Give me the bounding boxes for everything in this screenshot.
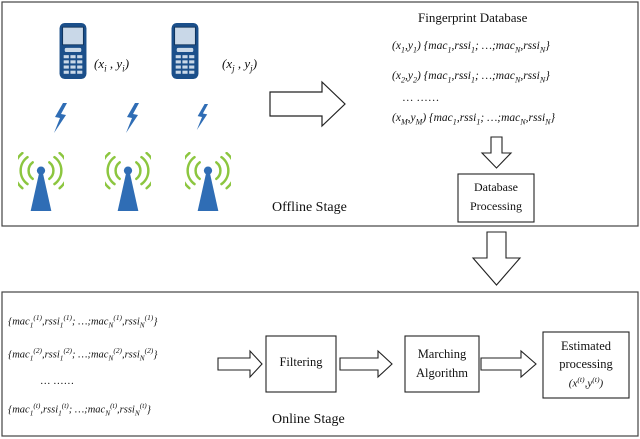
online-stage-frame <box>1 291 639 437</box>
db-down-arrow <box>480 136 513 169</box>
stage-down-arrow <box>471 231 522 286</box>
measurement-row: {mac1(1),rssi1(1); …;macN(1),rssiN(1)} <box>8 313 158 330</box>
fingerprint-row: (xM,yM) {mac1,rssi1; …;macN,rssiN} <box>392 112 556 127</box>
database-processing-label: Database Processing <box>470 180 522 213</box>
phone-i-coordinate: (xi , yi) <box>94 56 130 74</box>
fingerprint-row: (x2,y2) {mac1,rssi1; …;macN,rssiN} <box>392 70 550 85</box>
database-processing-box <box>457 173 535 223</box>
to-matching-arrow <box>339 349 393 379</box>
phone-j-coordinate: (xj , yj) <box>222 56 258 74</box>
lightning-icon <box>126 103 139 133</box>
offline-stage-label: Offline Stage <box>272 200 347 215</box>
signal-tower-icon <box>185 152 231 212</box>
mobile-phone-icon <box>171 22 199 80</box>
filtering-label: Filtering <box>279 355 323 369</box>
mobile-phone-icon <box>58 22 88 80</box>
offline-right-arrow <box>269 80 346 128</box>
offline-stage-frame <box>1 1 639 227</box>
signal-tower-icon <box>105 152 151 212</box>
measurement-row-ellipsis: … …… <box>40 376 75 387</box>
measurement-row: {mac1(t),rssi1(t); …;macN(t),rssiN(t)} <box>8 401 151 418</box>
to-filtering-arrow <box>217 349 263 379</box>
fingerprint-row-ellipsis: … …… <box>402 92 440 104</box>
fingerprint-db-title: Fingerprint Database <box>418 10 528 25</box>
estimated-coordinate: (x(t),y(t)) <box>568 375 604 390</box>
matching-box <box>404 335 480 393</box>
matching-algorithm-label: Marching Algorithm <box>415 347 469 380</box>
signal-tower-icon <box>18 152 64 212</box>
measurement-row: {mac1(2),rssi1(2); …;macN(2),rssiN(2)} <box>8 346 158 363</box>
lightning-icon <box>54 103 67 133</box>
estimated-processing-label: Estimated processing <box>559 339 613 371</box>
filtering-box <box>265 335 337 393</box>
online-stage-label: Online Stage <box>272 412 345 427</box>
lightning-icon <box>196 104 209 130</box>
fingerprint-row: (x1,y1) {mac1,rssi1; …;macN,rssiN} <box>392 40 550 55</box>
estimated-box <box>542 331 630 399</box>
to-estimated-arrow <box>480 349 537 379</box>
